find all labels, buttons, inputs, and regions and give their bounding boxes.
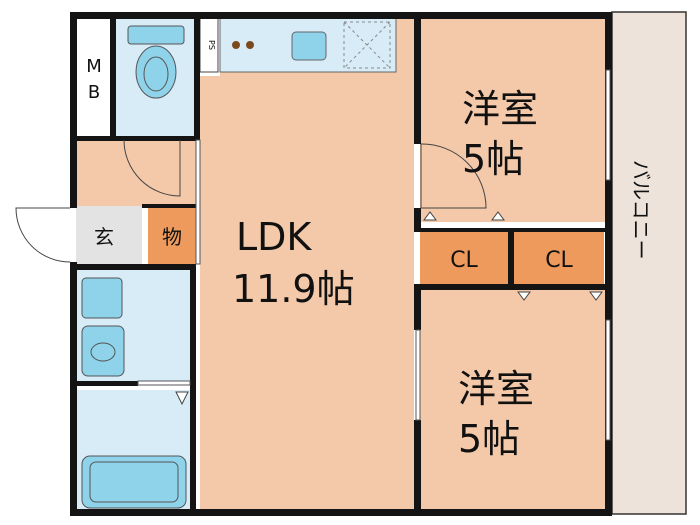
western-top-name: 洋室 [462, 87, 538, 131]
closet-left-label: CL [450, 248, 478, 273]
western-bottom-size: 5帖 [458, 417, 520, 461]
storage-label: 物 [162, 225, 182, 249]
closet-right-label: CL [545, 248, 573, 273]
stove-burner-icon [232, 41, 240, 49]
western-room-bottom-label: 洋室 5帖 [458, 367, 534, 461]
walls [70, 12, 612, 516]
washing-machine-icon [81, 277, 123, 319]
wash-basin-icon [81, 325, 125, 377]
ldk-floor [200, 76, 414, 512]
kitchen-counter [219, 17, 397, 73]
closet-right-floor [514, 228, 604, 286]
pipe-space-label: PS [207, 40, 216, 50]
pipe-space: PS [199, 17, 219, 73]
entrance-label: 玄 [94, 225, 114, 249]
fridge-space [343, 21, 391, 69]
stove-burner-icon [246, 41, 254, 49]
bathtub-icon [81, 455, 187, 509]
western-bottom-name: 洋室 [458, 367, 534, 411]
mb-label-b: B [88, 82, 100, 103]
balcony [611, 11, 687, 515]
closet-door-marks [175, 211, 603, 406]
entrance-door [15, 207, 71, 263]
storage-floor [148, 206, 196, 264]
balcony-label: バルコニー [629, 160, 653, 260]
mb-floor [78, 18, 110, 136]
ldk-size: 11.9帖 [232, 267, 355, 311]
western-top-size: 5帖 [462, 137, 524, 181]
sliding-doors [137, 69, 611, 441]
western-room-top-label: 洋室 5帖 [462, 87, 538, 181]
entrance-floor [76, 206, 142, 264]
western-room-top-door [420, 143, 487, 209]
closet-left-floor [420, 228, 508, 286]
sink-icon [291, 31, 327, 61]
toilet-door [123, 139, 181, 197]
western-room-top-floor [420, 18, 606, 222]
ldk-label: LDK 11.9帖 [232, 215, 355, 311]
mb-label-m: M [86, 56, 102, 77]
toilet-icon [127, 25, 185, 99]
hallway-floor [76, 140, 200, 206]
ldk-name: LDK [236, 215, 312, 259]
western-room-bottom-floor [420, 290, 606, 510]
